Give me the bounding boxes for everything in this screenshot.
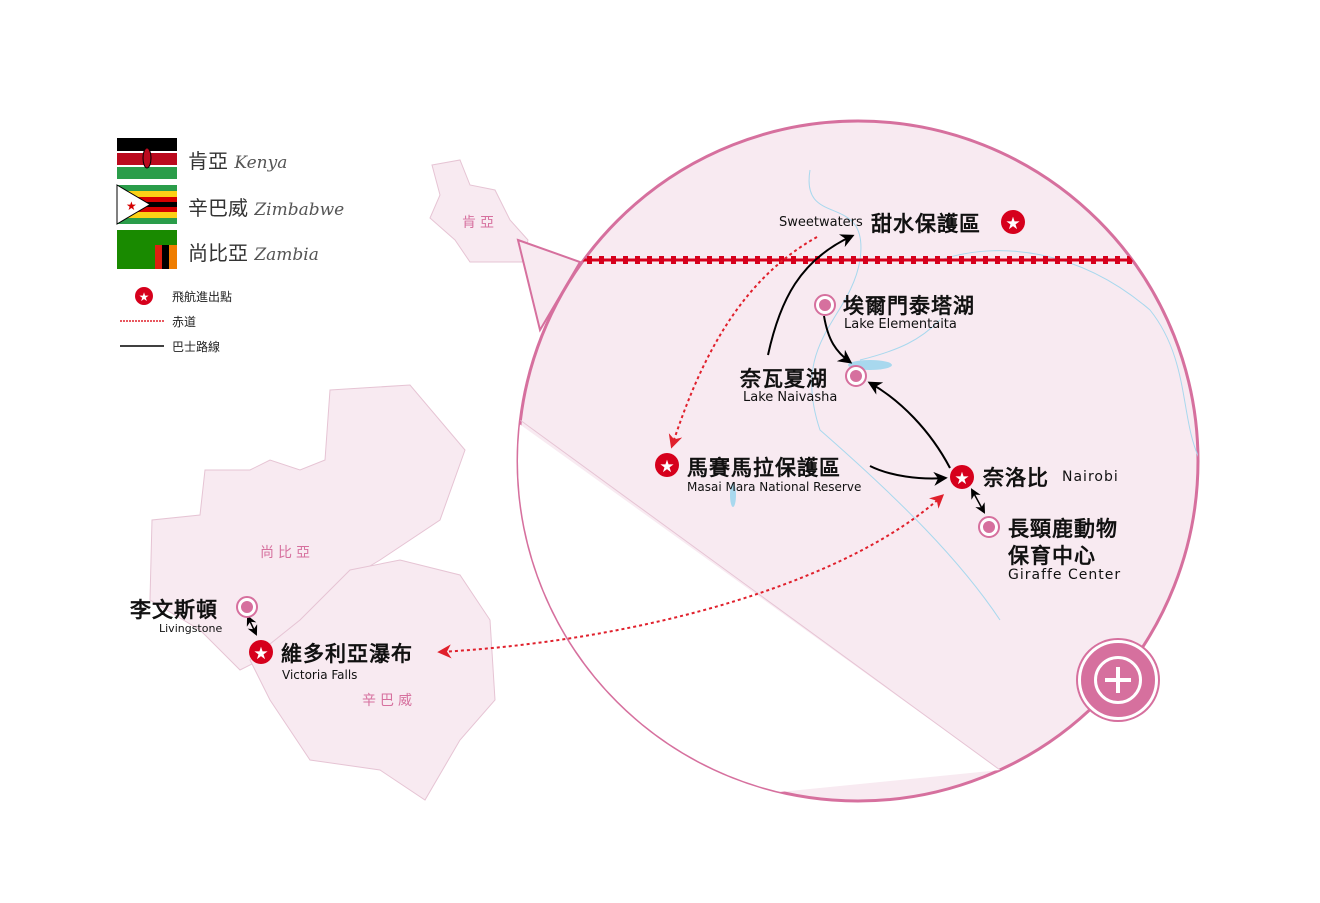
victoria-cn: 維多利亞瀑布	[281, 642, 413, 666]
naivasha-cn: 奈瓦夏湖	[740, 367, 828, 391]
naivasha-en: Lake Naivasha	[743, 390, 838, 405]
kenya-outline-small	[429, 159, 529, 263]
legend-kenya: 肯亞 Kenya	[188, 149, 288, 173]
star-marker-sweetwaters: ★	[1001, 210, 1025, 234]
legend-star-icon	[135, 287, 153, 305]
livingstone-en: Livingstone	[159, 622, 223, 635]
giraffe-cn-2: 保育中心	[1008, 544, 1096, 568]
star-marker-masai: ★	[655, 453, 679, 477]
masai-cn: 馬賽馬拉保護區	[687, 456, 841, 480]
dot-naivasha	[848, 368, 864, 384]
elementaita-en: Lake Elementaita	[844, 317, 957, 332]
zoom-in-button[interactable]	[1078, 640, 1158, 720]
livingstone-cn: 李文斯頓	[130, 598, 218, 622]
svg-text:★: ★	[1005, 214, 1020, 234]
zambia-flag	[117, 230, 177, 269]
giraffe-cn-1: 長頸鹿動物	[1008, 517, 1118, 541]
giraffe-en: Giraffe Center	[1008, 567, 1122, 583]
sweetwaters-en: Sweetwaters	[779, 215, 863, 230]
legend-equator-label: 赤道	[172, 315, 197, 329]
star-marker-victoria: ★	[249, 640, 273, 664]
sweetwaters-cn: 甜水保護區	[871, 212, 981, 236]
zimbabwe-outline	[249, 559, 496, 801]
victoria-en: Victoria Falls	[282, 668, 358, 682]
country-label-zimbabwe: 辛巴威	[362, 693, 416, 709]
plus-icon	[1094, 656, 1142, 704]
svg-text:★: ★	[139, 290, 150, 304]
country-label-zambia: 尚比亞	[260, 545, 314, 561]
star-marker-nairobi: ★	[950, 465, 974, 489]
svg-text:★: ★	[126, 199, 137, 213]
svg-text:★: ★	[253, 644, 268, 664]
elementaita-cn: 埃爾門泰塔湖	[843, 294, 975, 318]
legend-bus-label: 巴士路線	[172, 340, 221, 354]
kenya-flag	[117, 138, 177, 179]
nairobi-en: Nairobi	[1062, 469, 1119, 485]
dot-giraffe	[981, 519, 997, 535]
legend-airport-label: 飛航進出點	[172, 290, 233, 304]
nairobi-cn: 奈洛比	[983, 466, 1049, 490]
country-label-kenya: 肯亞	[462, 215, 498, 231]
masai-en: Masai Mara National Reserve	[687, 480, 862, 494]
legend-zambia: 尚比亞 Zambia	[188, 241, 319, 265]
legend-zimbabwe: 辛巴威 Zimbabwe	[188, 196, 345, 220]
svg-text:★: ★	[659, 457, 674, 477]
svg-text:★: ★	[954, 469, 969, 489]
zimbabwe-flag: ★	[116, 184, 177, 225]
dot-livingstone	[239, 599, 255, 615]
